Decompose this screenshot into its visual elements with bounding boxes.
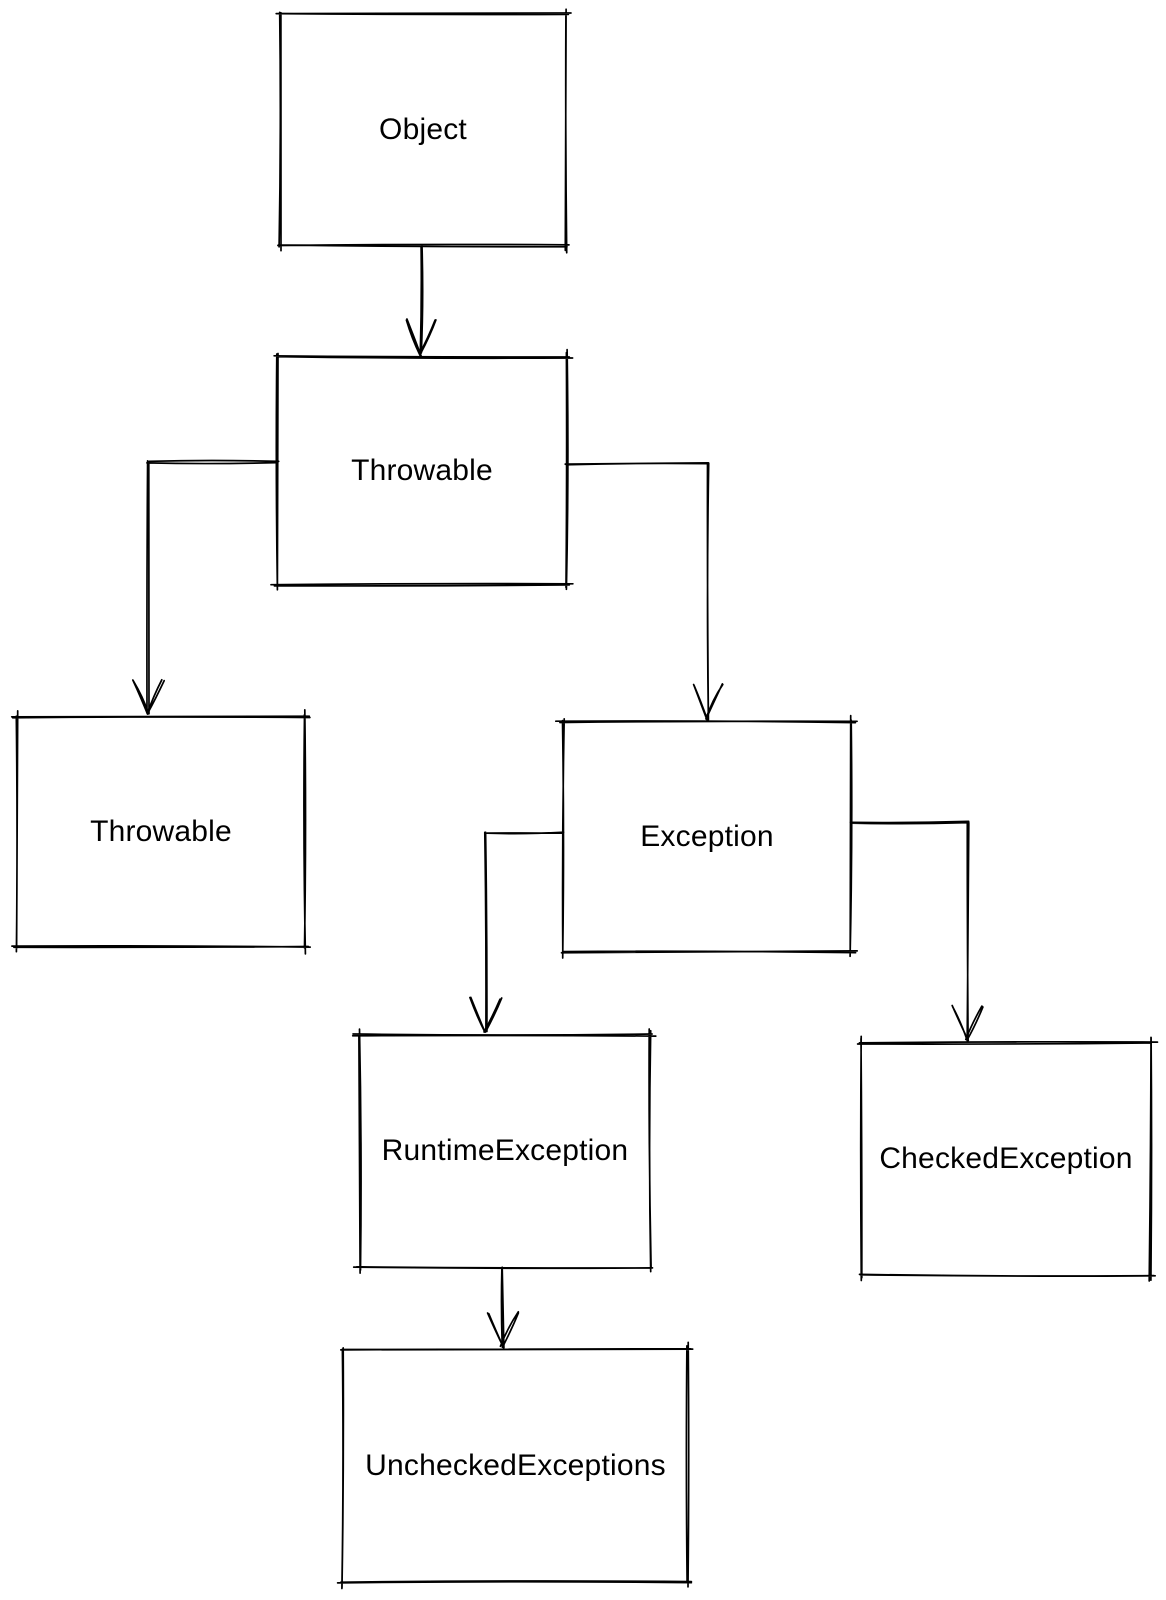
arrowhead-runtime-to-unchecked xyxy=(486,1310,520,1349)
arrowhead-object-to-throwable xyxy=(405,318,437,357)
edge-runtime-to-unchecked xyxy=(500,1266,505,1349)
arrowhead-exception-to-runtime xyxy=(469,996,503,1033)
node-label-unchecked-exceptions: UncheckedExceptions xyxy=(365,1449,666,1482)
node-label-object: Object xyxy=(379,113,467,146)
arrowhead-throwable-to-exception xyxy=(692,683,724,722)
node-label-checked-exception: CheckedException xyxy=(879,1142,1133,1175)
node-box-throwable-left xyxy=(10,708,312,955)
node-throwable[interactable]: Throwable xyxy=(278,357,566,585)
node-box-throwable xyxy=(270,348,574,591)
node-label-throwable: Throwable xyxy=(351,454,493,487)
node-exception[interactable]: Exception xyxy=(563,722,851,952)
arrowhead-exception-to-checked xyxy=(951,1004,984,1043)
edge-object-to-throwable xyxy=(419,244,424,355)
edge-exception-to-checked xyxy=(849,820,970,1042)
node-label-exception: Exception xyxy=(640,820,774,853)
node-label-throwable-left: Throwable xyxy=(90,815,232,848)
node-throwable-left[interactable]: Throwable xyxy=(17,717,305,947)
node-label-runtime-exception: RuntimeException xyxy=(381,1134,629,1167)
node-object[interactable]: Object xyxy=(280,14,566,246)
edge-throwable-to-exception xyxy=(564,462,710,721)
edge-exception-to-runtime xyxy=(483,831,565,1033)
node-unchecked-exceptions[interactable]: UncheckedExceptions xyxy=(343,1350,688,1582)
edge-throwable-to-throwable-left xyxy=(146,459,280,715)
node-checked-exception[interactable]: CheckedException xyxy=(862,1043,1150,1275)
node-box-checked-exception xyxy=(856,1035,1159,1282)
node-box-unchecked-exceptions xyxy=(336,1341,694,1590)
node-runtime-exception[interactable]: RuntimeException xyxy=(360,1035,650,1267)
node-box-exception xyxy=(554,714,859,959)
arrowhead-throwable-to-throwable-left xyxy=(131,678,166,715)
